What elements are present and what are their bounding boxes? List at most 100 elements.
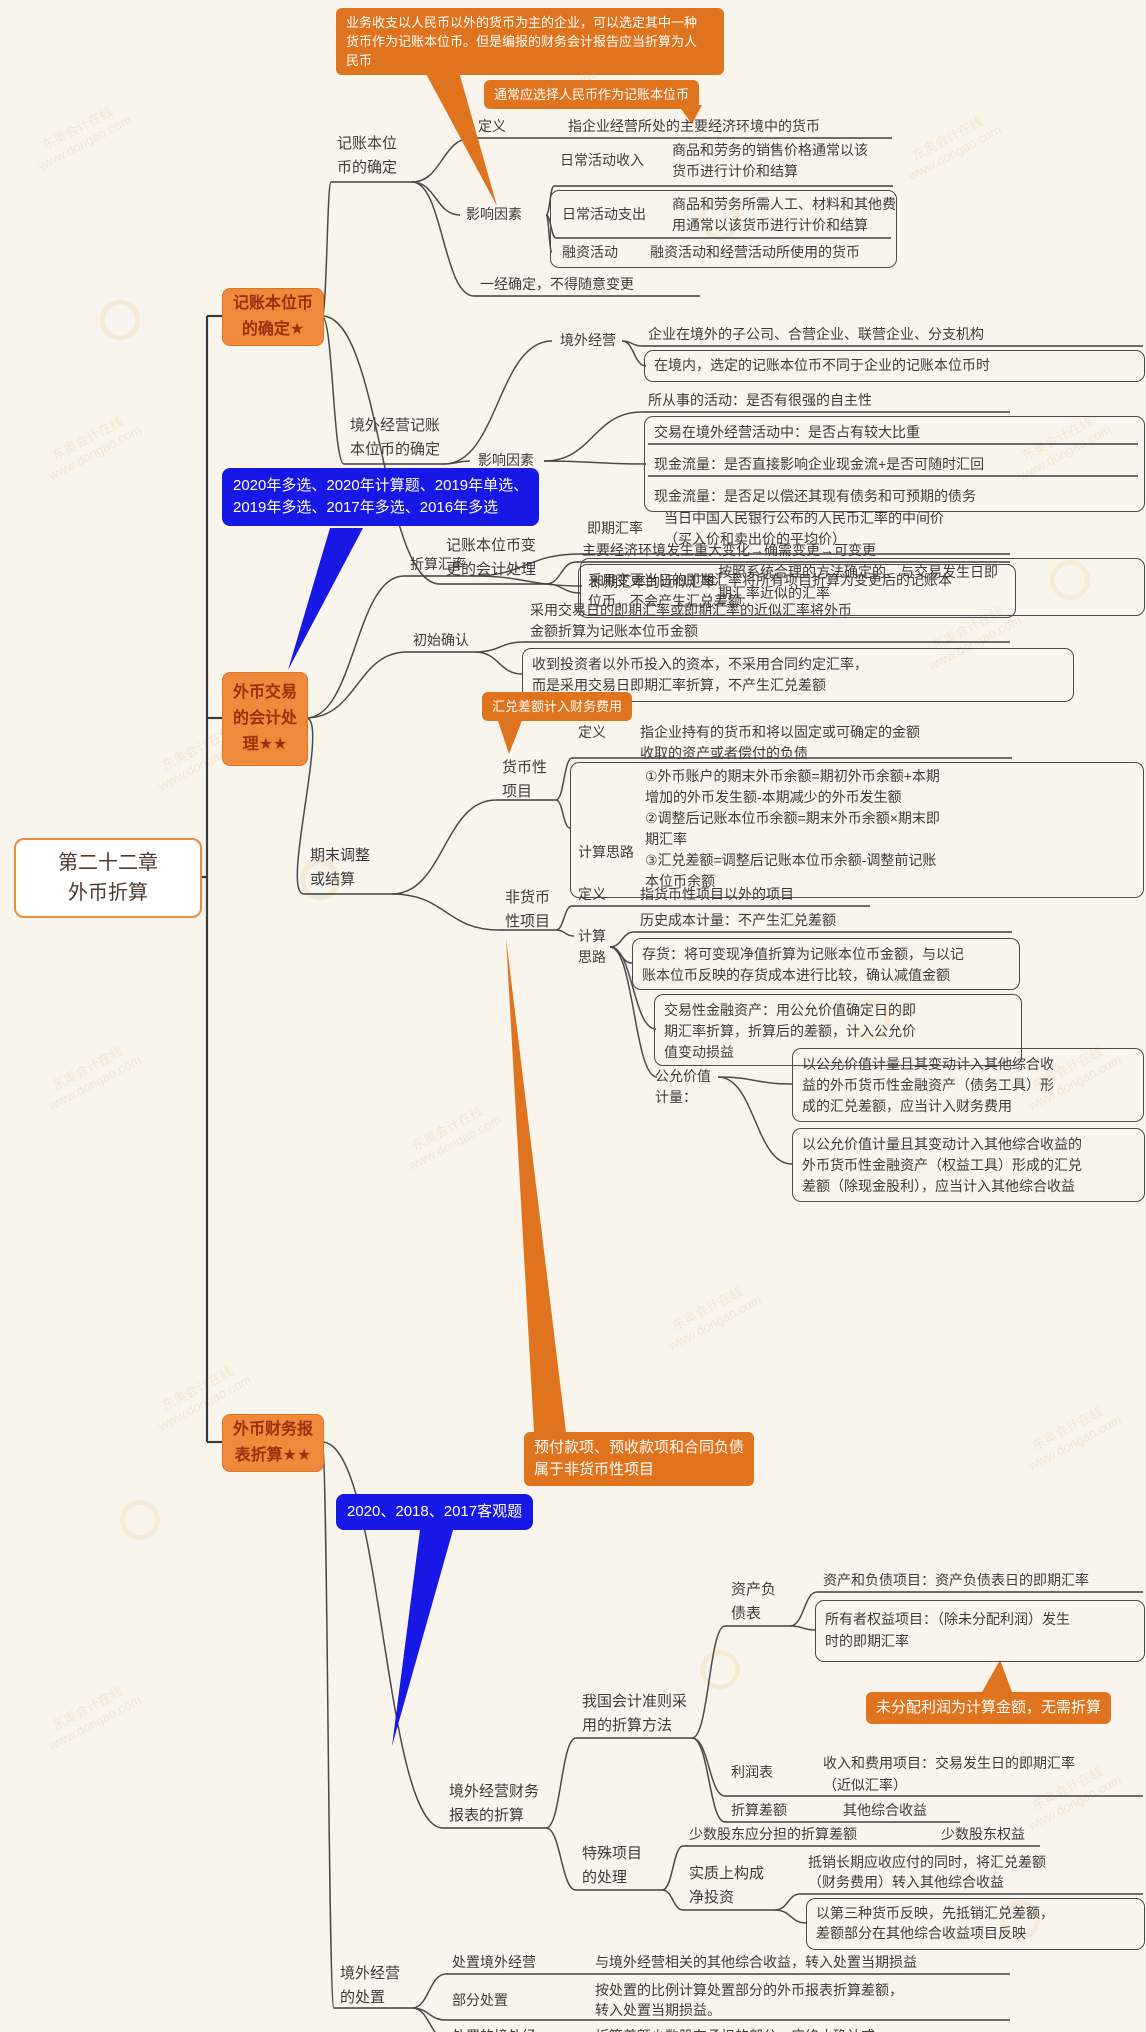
node-net-investment-key: 实质上构成 净投资 [689,1865,765,1906]
node-change-c2: 采用变更当日的即期汇率将所有项目折算为变更后的记账本 位币，不会产生汇兑差额 [588,572,952,609]
node-overseas-label: 境外经营记账 本位币的确定 [350,417,441,458]
group-box-equity-instrument [792,1128,1145,1202]
node-special-label: 特殊项目 的处理 [582,1845,643,1886]
root-node: 第二十二章 外币折算 [14,838,202,918]
node-inventory: 存货：将可变现净值折算为记账本位币金额，与以记 账本位币反映的存货成本进行比较，… [642,946,964,983]
node-disposal-label: 境外经营 的处置 [340,1965,401,2006]
node-approx-text: 按照系统合理的方法确定的、与交易发生日即 期汇率近似的汇率 [718,564,998,601]
node-initial-label: 初始确认 [413,632,469,648]
callout-rmb-majority: 业务收支以人民币以外的货币为主的企业，可以选定其中一种 货币作为记账本位币。但是… [336,8,724,75]
node-monetary-calc-text: ①外币账户的期末外币余额=期初外币余额+本期 增加的外币发生额-本期减少的外币发… [645,768,940,889]
node-overseas-op2: 在境内，选定的记账本位币不同于企业的记账本位币时 [654,357,990,373]
node-initial-i2: 收到投资者以外币投入的资本，不采用合同约定汇率， 而是采用交易日即期汇率折算，不… [532,656,868,693]
node-spot-key: 即期汇率 [587,520,643,536]
node-trading-assets: 交易性金融资产：用公允价值确定日的即 期汇率折算，折算后的差额，计入公允价 值变… [664,1002,916,1060]
node-factors-key: 影响因素 [466,206,522,222]
node-net-investment-n2: 以第三种货币反映，先抵销汇兑差额， 差额部分在其他综合收益项目反映 [816,1905,1054,1941]
node-change-c1: 主要经济环境发生重大变化→确需变更→可变更 [582,542,876,558]
branch-fx-transactions: 外币交易 的会计处 理★★ [222,672,308,766]
branch-functional-currency: 记账本位币 的确定★ [222,288,324,346]
group-box-monetary-calc [570,762,1144,898]
node-def-text: 指企业经营所处的主要经济环境中的货币 [568,118,820,134]
group-box-overseas-factors [644,416,1145,512]
node-income-statement-text: 收入和费用项目：交易发生日的即期汇率 （近似汇率） [823,1755,1075,1793]
node-disposal-d2-key: 部分处置 [452,1992,508,2008]
node-method-label: 我国会计准则采 用的折算方法 [582,1693,688,1734]
group-box-owners-equity [815,1600,1145,1662]
node-overseas-f2: 交易在境外经营活动中：是否占有较大比重 [654,424,920,440]
group-box-approx-rate [580,558,1145,616]
node-translation-diff-key: 折算差额 [731,1802,787,1818]
node-balancesheet-key: 资产负 债表 [731,1581,777,1622]
node-rate-label: 折算汇率 [410,556,466,572]
node-overseas-f3: 现金流量：是否直接影响企业现金流+是否可随时汇回 [654,456,985,472]
node-overseas-f1: 所从事的活动：是否有很强的自主性 [648,392,872,408]
node-expense-text: 商品和劳务所需人工、材料和其他费 用通常以该货币进行计价和结算 [672,196,896,233]
node-financing-text: 融资活动和经营活动所使用的货币 [650,244,860,260]
node-approx-key: 即期汇率的近似汇率 [590,574,716,590]
node-change-label: 记账本位币变 更的会计处理 [446,537,537,578]
group-box-daily-expense [550,190,897,268]
node-determine-label: 记账本位 币的确定 [337,135,398,176]
exam-note-1: 2020年多选、2020年计算题、2019年单选、 2019年多选、2017年多… [222,468,540,526]
node-translation-diff-text: 其他综合收益 [843,1802,927,1818]
exam-note-tail [392,1530,453,1746]
node-spot-text: 当日中国人民银行公布的人民币汇率的中间价 （买入价和卖出价的平均价） [664,510,944,547]
node-nonmonetary-def-key: 定义 [578,886,606,902]
group-box-domestic [644,350,1145,382]
node-net-investment-n1: 抵销长期应收应付的同时，将汇兑差额 （财务费用）转入其他综合收益 [808,1854,1046,1890]
callout-tail [425,72,497,206]
callout-undistributed-profit: 未分配利润为计算金额，无需折算 [866,1692,1112,1724]
node-minority-equity: 少数股东权益 [941,1826,1025,1842]
node-income-statement-key: 利润表 [731,1764,773,1780]
exam-note-2: 2020、2018、2017客观题 [336,1494,534,1530]
node-overseas-op-key: 境外经营 [560,332,616,348]
node-def-key: 定义 [478,118,506,134]
node-expense-key: 日常活动支出 [562,206,646,222]
node-monetary-def-key: 定义 [578,724,606,740]
node-fair-value-key: 公允价值 计量： [655,1068,711,1105]
node-nonmonetary-label: 非货币 性项目 [505,889,551,930]
node-overseas-op1: 企业在境外的子公司、合营企业、联营企业、分支机构 [648,326,984,342]
group-box-investor-capital [522,648,1074,702]
callout-tail [497,718,523,754]
node-monetary-label: 货币性 项目 [502,759,548,800]
node-hist-cost: 历史成本计量：不产生汇兑差额 [640,912,836,928]
branch-fs-translation: 外币财务报 表折算★★ [222,1414,324,1472]
callout-usually-rmb: 通常应选择人民币作为记账本位币 [484,80,700,109]
callout-fx-finance-expense: 汇兑差额计入财务费用 [482,692,633,721]
group-box-debt-instrument [792,1048,1144,1122]
node-balancesheet-equity: 所有者权益项目：（除未分配利润）发生 时的即期汇率 [825,1611,1070,1649]
group-box-trading-assets [654,994,1022,1066]
node-nonmonetary-calc-key: 计算 思路 [578,928,606,965]
group-box-change-rule [578,564,1016,618]
node-minority-diff: 少数股东应分担的折算差额 [689,1826,857,1842]
node-disposal-d3-text: 折算差额少数股东承担的部分，应终止确认或 转入少数股东权益 [595,2026,875,2032]
node-disposal-d1-text: 与境外经营相关的其他综合收益，转入处置当期损益 [595,1954,917,1970]
node-overseas-f4: 现金流量：是否足以偿还其现有债务和可预期的债务 [654,488,976,504]
node-income-key: 日常活动收入 [560,152,644,168]
node-nonmonetary-def-text: 指货币性项目以外的项目 [640,886,794,902]
node-disposal-d2-text: 按处置的比例计算处置部分的外币报表折算差额， 转入处置当期损益。 [595,1982,903,2018]
exam-note-tail [288,528,363,670]
node-monetary-calc-key: 计算思路 [578,844,634,860]
node-disposal-d3-key: 处置的境外经 营为子公司的 [452,2026,536,2032]
node-financing-key: 融资活动 [562,244,618,260]
node-balancesheet-assets: 资产和负债项目：资产负债表日的即期汇率 [823,1572,1089,1588]
node-translate-label: 境外经营财务 报表的折算 [449,1783,540,1824]
callout-tail [506,938,566,1432]
node-income-text: 商品和劳务的销售价格通常以该 货币进行计价和结算 [672,142,868,179]
callout-tail [678,105,702,124]
node-overseas-factors-key: 影响因素 [478,452,534,468]
group-box-third-currency [806,1898,1145,1950]
node-disposal-d1-key: 处置境外经营 [452,1954,536,1970]
callout-tail [982,1660,1012,1692]
node-initial-i1: 采用交易日的即期汇率或即期汇率的近似汇率将外币 金额折算为记账本位币金额 [530,602,852,639]
group-box-inventory [632,938,1020,990]
node-debt-instrument: 以公允价值计量且其变动计入其他综合收 益的外币货币性金融资产（债务工具）形 成的… [802,1056,1054,1114]
callout-prepaid-nonmonetary: 预付款项、预收款项和合同负债 属于非货币性项目 [524,1432,755,1486]
node-equity-instrument: 以公允价值计量且其变动计入其他综合收益的 外币货币性金融资产（权益工具）形成的汇… [802,1136,1082,1194]
node-fixed-text: 一经确定，不得随意变更 [480,276,634,292]
